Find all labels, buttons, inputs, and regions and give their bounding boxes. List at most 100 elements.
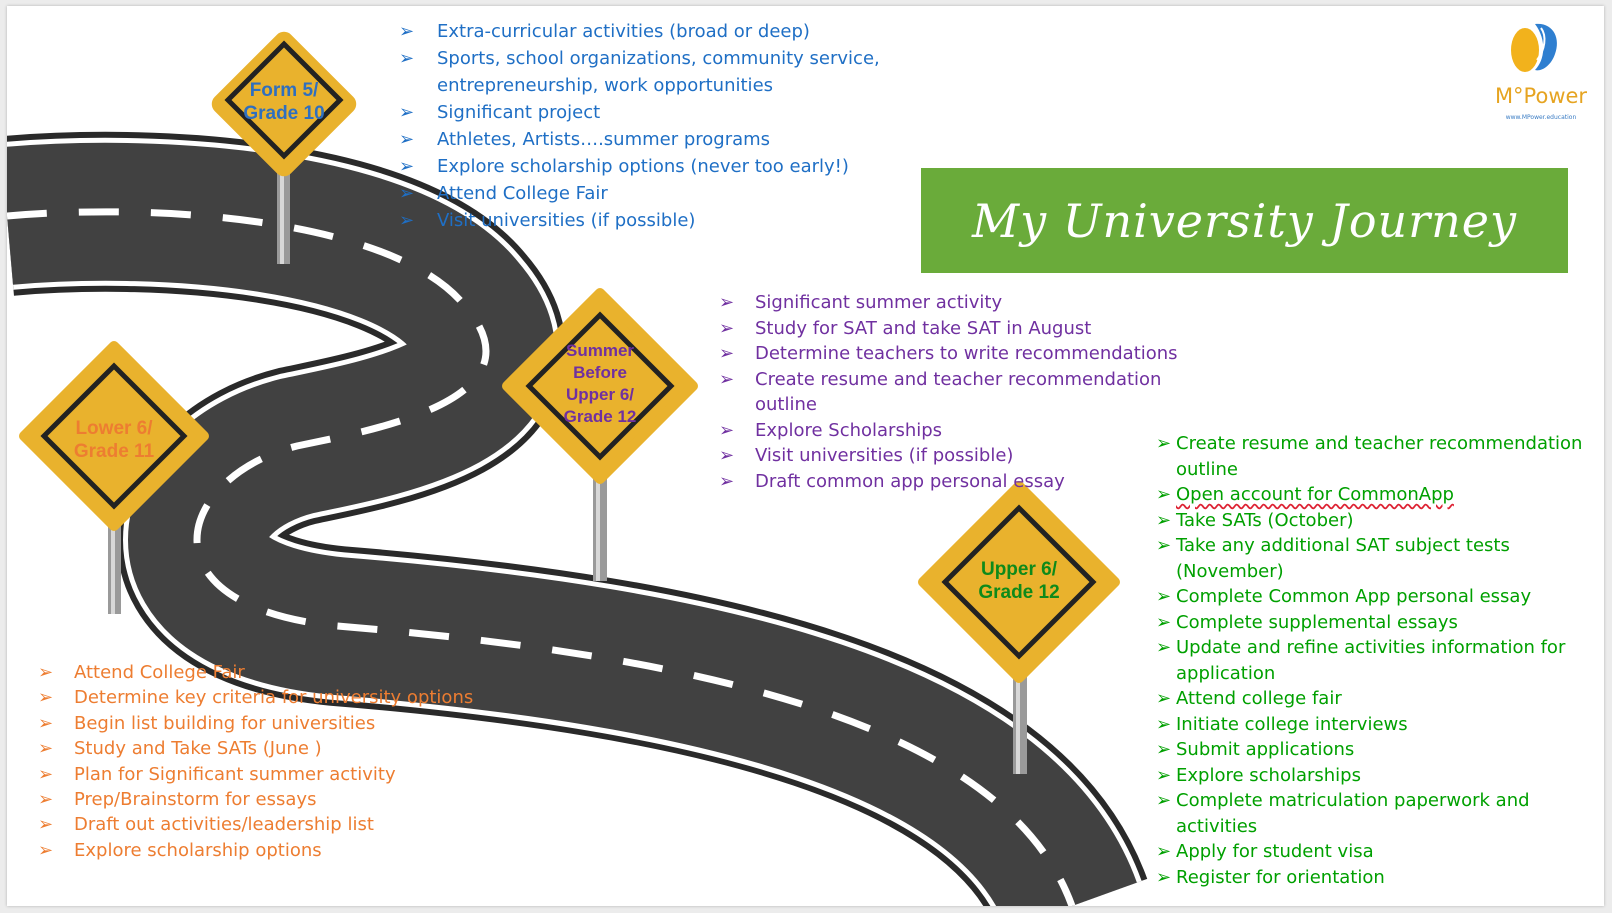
list-item-text: Draft out activities/leadership list [74,814,374,836]
check-arrow-bullet-icon: ➢ [1156,637,1172,658]
list-item-text: Prep/Brainstorm for essays [74,789,317,811]
list-item: ➢Explore Scholarships [719,418,1229,444]
sign-lower6: Lower 6/ Grade 11 [19,341,209,614]
sign-graphic [918,481,1120,774]
list-item-text: Submit applications [1176,739,1355,760]
logo-url: www.MPower.education [1505,114,1577,121]
sign-form5-label: Form 5/ Grade 10 [243,80,325,124]
arrow-bullet-icon: ➢ [399,156,415,177]
arrow-bullet-icon: ➢ [38,814,54,836]
check-arrow-bullet-icon: ➢ [1156,764,1172,786]
page-title: My University Journey [971,193,1517,248]
list-item: ➢Athletes, Artists….summer programs [399,126,899,153]
list-item: ➢ Visit universities (if possible) [399,207,899,234]
check-arrow-bullet-icon: ➢ [1156,841,1172,862]
form5-list: ➢Extra-curricular activities (broad or d… [399,18,899,234]
list-item: ➢ Attend College Fair [399,180,899,207]
check-arrow-bullet-icon: ➢ [1156,790,1172,811]
list-item-text: Initiate college interviews [1176,713,1408,735]
list-item-text: Explore scholarships [1176,764,1361,786]
list-item: ➢Complete supplemental essays [1156,610,1588,636]
list-item: ➢Plan for Significant summer activity [38,762,478,787]
list-item: ➢Significant summer activity [719,290,1229,316]
check-arrow-bullet-icon: ➢ [1156,739,1172,760]
list-item: ➢Apply for student visa [1156,839,1588,865]
arrow-bullet-icon: ➢ [399,48,415,69]
winding-road [7,131,1148,906]
list-item: ➢Extra-curricular activities (broad or d… [399,18,899,45]
list-item: ➢ Explore scholarship options [38,838,478,863]
list-item: ➢Take any additional SAT subject tests (… [1156,533,1588,584]
check-arrow-bullet-icon: ➢ [1156,509,1172,531]
list-item: ➢ Attend College Fair [38,660,478,685]
check-arrow-bullet-icon: ➢ [1156,586,1172,607]
list-item-text: Explore scholarship options [74,839,322,861]
arrow-bullet-icon: ➢ [399,129,415,150]
list-item: ➢Attend college fair [1156,686,1588,712]
list-item: ➢Create resume and teacher recommendatio… [1156,431,1588,482]
check-arrow-bullet-icon: ➢ [1156,713,1172,735]
arrow-bullet-icon: ➢ [719,419,735,441]
list-item-text: Begin list building for universities [74,712,376,734]
arrow-bullet-icon: ➢ [38,712,54,734]
arrow-bullet-icon: ➢ [719,368,735,390]
list-item-text: Determine teachers to write recommendati… [755,343,1178,364]
list-item-text: Visit universities (if possible) [755,445,1014,466]
check-arrow-bullet-icon: ➢ [1156,611,1172,633]
list-item: ➢Study for SAT and take SAT in August [719,316,1229,342]
sign-graphic [502,288,698,581]
mpower-logo: M°Power www.MPower.education [1491,16,1591,126]
list-item-text: Take any additional SAT subject tests (N… [1176,535,1510,582]
list-item-text: Register for orientation [1176,866,1385,888]
list-item: ➢Register for orientation [1156,865,1588,891]
list-item: ➢ Visit universities (if possible) [719,443,1229,469]
logo-emblem-icon [1511,23,1557,72]
list-item-text: Attend college fair [1176,688,1342,709]
arrow-bullet-icon: ➢ [399,102,415,123]
list-item: ➢ Prep/Brainstorm for essays [38,787,478,812]
check-arrow-bullet-icon: ➢ [1156,535,1172,556]
arrow-bullet-icon: ➢ [719,343,735,364]
arrow-bullet-icon: ➢ [399,21,415,42]
list-item: ➢Explore scholarships [1156,763,1588,789]
arrow-bullet-icon: ➢ [38,662,54,683]
check-arrow-bullet-icon: ➢ [1156,484,1172,505]
list-item-text: Complete supplemental essays [1176,611,1458,633]
list-item: ➢Update and refine activities informatio… [1156,635,1588,686]
sign-lower6-label: Lower 6/ Grade 11 [73,418,155,462]
list-item: ➢ Begin list building for universities [38,711,478,736]
upper6-list: ➢Create resume and teacher recommendatio… [1156,431,1588,890]
sign-form5: Form 5/ Grade 10 [204,24,364,264]
arrow-bullet-icon: ➢ [399,183,415,204]
arrow-bullet-icon: ➢ [38,789,54,811]
list-item-text: Study and Take SATs (June ) [74,738,322,760]
check-arrow-bullet-icon: ➢ [1156,866,1172,888]
list-item-text: Draft common app personal essay [755,470,1065,492]
arrow-bullet-icon: ➢ [719,292,735,313]
list-item-text: Take SATs (October) [1176,509,1354,531]
title-banner: My University Journey [921,168,1568,273]
arrow-bullet-icon: ➢ [719,317,735,339]
list-item: ➢Complete Common App personal essay [1156,584,1588,610]
arrow-bullet-icon: ➢ [719,445,735,466]
list-item-text: Complete matriculation paperwork and act… [1176,790,1530,837]
list-item-text: Apply for student visa [1176,841,1374,862]
list-item: ➢Draft common app personal essay [719,469,1229,495]
list-item: ➢ Determine teachers to write recommendat… [719,341,1229,367]
list-item-text: Plan for Significant summer activity [74,763,396,785]
list-item-text: Visit universities (if possible) [437,210,696,231]
check-arrow-bullet-icon: ➢ [1156,433,1172,454]
arrow-bullet-icon: ➢ [399,210,415,231]
list-item-text: Attend College Fair [437,183,608,204]
arrow-bullet-icon: ➢ [38,839,54,861]
check-arrow-bullet-icon: ➢ [1156,688,1172,709]
list-item: ➢Submit applications [1156,737,1588,763]
sign-summer: Summer Before Upper 6/ Grade 12 [502,288,707,581]
logo-text: M°Power [1494,84,1588,108]
list-item-text: Attend College Fair [74,662,245,683]
list-item: ➢Initiate college interviews [1156,712,1588,738]
sign-upper6-label: Upper 6/ Grade 12 [978,559,1060,603]
list-item-text: Open account for CommonApp [1176,484,1454,505]
arrow-bullet-icon: ➢ [38,687,54,709]
sign-upper6: Upper 6/ Grade 12 [918,481,1121,774]
